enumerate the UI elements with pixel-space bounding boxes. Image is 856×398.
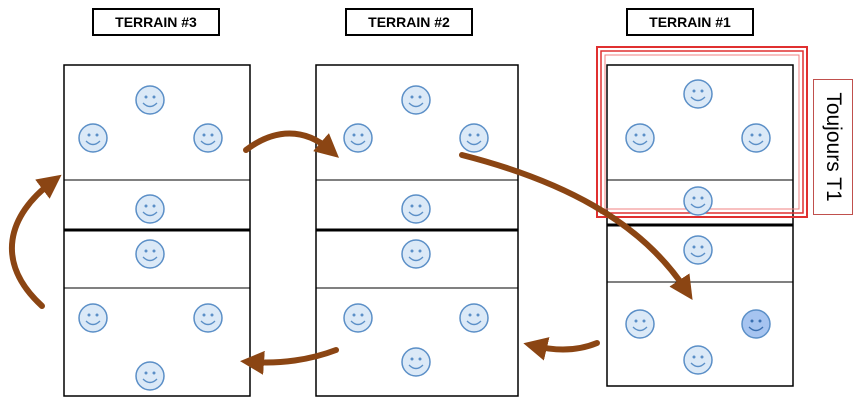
- player-t3-2: [78, 123, 108, 153]
- player-t3-7: [193, 303, 223, 333]
- court-terrain-3: [63, 64, 251, 397]
- player-t2-3: [459, 123, 489, 153]
- arrow-t3-lower-to-upper: [8, 174, 62, 309]
- player-t2-4: [401, 194, 431, 224]
- arrow-t2-to-t1: [459, 152, 693, 301]
- player-t2-7: [459, 303, 489, 333]
- arrow-t1-to-t2-lower: [523, 337, 600, 361]
- player-t1-7-highlighted: [741, 309, 771, 339]
- court-terrain-2: [315, 64, 519, 397]
- player-t1-1: [683, 79, 713, 109]
- arrow-t2-to-t3-lower: [240, 347, 339, 375]
- player-t2-2: [343, 123, 373, 153]
- terrain-1-title-text: TERRAIN #1: [649, 14, 731, 30]
- player-t2-8: [401, 347, 431, 377]
- court-terrain-1: [606, 64, 794, 387]
- arrow-t3-to-t2: [243, 130, 340, 158]
- player-t2-6: [343, 303, 373, 333]
- player-t3-4: [135, 194, 165, 224]
- terrain-3-title: TERRAIN #3: [92, 8, 220, 36]
- player-t2-5: [401, 239, 431, 269]
- player-t1-2: [625, 123, 655, 153]
- player-t1-8: [683, 345, 713, 375]
- player-t1-6: [625, 309, 655, 339]
- player-t3-8: [135, 361, 165, 391]
- player-t1-5: [683, 235, 713, 265]
- player-t1-3: [741, 123, 771, 153]
- player-t1-4: [683, 186, 713, 216]
- terrain-1-title: TERRAIN #1: [626, 8, 754, 36]
- terrain-3-title-text: TERRAIN #3: [115, 14, 197, 30]
- player-t3-6: [78, 303, 108, 333]
- terrain-2-title: TERRAIN #2: [345, 8, 473, 36]
- player-t3-1: [135, 85, 165, 115]
- player-t2-1: [401, 85, 431, 115]
- terrain-2-title-text: TERRAIN #2: [368, 14, 450, 30]
- player-t3-5: [135, 239, 165, 269]
- player-t3-3: [193, 123, 223, 153]
- toujours-t1-label: Toujours T1: [813, 79, 853, 215]
